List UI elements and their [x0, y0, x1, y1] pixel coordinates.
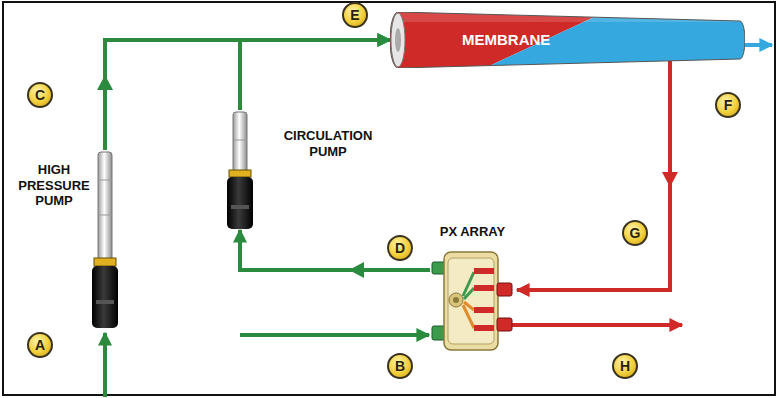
px-device-illustration [432, 252, 512, 350]
callout-letter: E [350, 8, 359, 22]
callout-letter: G [630, 226, 641, 240]
pump-unit: CIRCULATION PUMP [225, 110, 400, 230]
callout-circle: A [27, 332, 53, 358]
callout-letter: F [724, 98, 733, 112]
node-label: MEMBRANE [462, 31, 622, 49]
callout-letter: H [620, 359, 630, 373]
callout-circle: E [342, 2, 368, 28]
flow-pipe [240, 230, 430, 270]
node-label: HIGH PRESSURE PUMP [12, 162, 96, 209]
permeate-outlet-line [744, 43, 772, 47]
pump-symbol [92, 152, 118, 328]
flow-pipe [517, 61, 670, 290]
callout-circle: B [387, 353, 413, 379]
callout-letter: B [395, 359, 405, 373]
frame-border [3, 2, 775, 395]
membrane-vessel: MEMBRANE [390, 12, 745, 68]
callout-circle: D [387, 235, 413, 261]
feed-inlet-line [240, 333, 429, 337]
feed-inlet-line [103, 333, 107, 397]
callout-letter: A [35, 338, 45, 352]
brine-outlet-line [512, 323, 682, 327]
callout-circle: C [27, 82, 53, 108]
callout-letter: D [395, 241, 405, 255]
callout-circle: G [622, 220, 648, 246]
flow-pipe [240, 40, 390, 110]
callout-circle: H [612, 353, 638, 379]
node-label: CIRCULATION PUMP [267, 128, 389, 159]
pump-unit: HIGH PRESSURE PUMP [12, 150, 125, 330]
membrane-outline [390, 12, 745, 68]
pump-symbol [227, 112, 253, 229]
callout-circle: F [715, 92, 741, 118]
px-array-unit: PX ARRAY [430, 224, 517, 352]
callout-letter: C [35, 88, 45, 102]
node-label: PX ARRAY [430, 224, 515, 240]
